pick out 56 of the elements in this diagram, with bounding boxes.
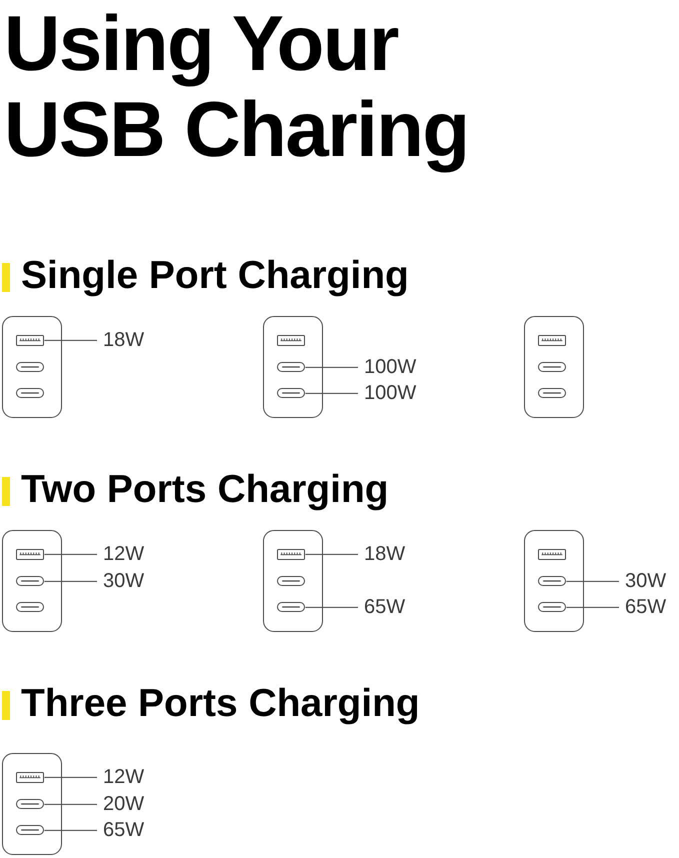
wattage-label: 100W: [364, 382, 416, 404]
leader-line: [305, 554, 358, 555]
wattage-label: 30W: [625, 570, 666, 592]
usb-c-port: [277, 388, 306, 398]
wattage-label: 30W: [103, 570, 144, 592]
usb-c-port: [277, 576, 306, 586]
usb-c-port: [277, 362, 306, 372]
charger-body: [2, 316, 62, 418]
leader-line: [44, 830, 97, 831]
leader-line: [305, 366, 358, 368]
usb-c-port: [16, 576, 44, 586]
usb-c-port: [538, 362, 566, 372]
wattage-label: 65W: [364, 596, 406, 618]
leader-line: [44, 340, 97, 341]
charger-body: [263, 530, 323, 632]
wattage-label: 18W: [364, 543, 406, 566]
leader-line: [305, 606, 358, 608]
charger-body: [2, 753, 62, 855]
usb-c-port: [16, 825, 44, 836]
title: Using Your USB Charing: [4, 0, 470, 172]
leader-line: [566, 580, 619, 582]
section-heading: Single Port Charging: [21, 254, 409, 298]
usb-a-port: [16, 548, 44, 560]
usb-a-port: [16, 334, 44, 346]
usb-c-port: [16, 362, 44, 372]
wattage-label: 12W: [103, 543, 144, 566]
leader-line: [566, 606, 619, 608]
charger-body: [263, 316, 323, 418]
usb-a-port: [277, 334, 306, 346]
wattage-label: 18W: [103, 329, 144, 352]
usb-a-port: [538, 548, 566, 560]
charger-body: [524, 530, 584, 632]
usb-a-port: [277, 548, 306, 560]
leader-line: [44, 580, 97, 582]
usb-c-port: [16, 602, 44, 612]
wattage-label: 65W: [625, 596, 666, 618]
usb-c-port: [538, 388, 566, 398]
section-heading: Three Ports Charging: [21, 682, 420, 726]
section-heading: Two Ports Charging: [21, 468, 389, 512]
charger-body: [524, 316, 584, 418]
wattage-label: 12W: [103, 766, 144, 788]
wattage-label: 20W: [103, 793, 144, 816]
usb-c-port: [538, 602, 566, 612]
usb-a-port: [538, 334, 566, 346]
usb-c-port: [538, 576, 566, 586]
usb-c-port: [277, 602, 306, 612]
charger-body: [2, 530, 62, 632]
wattage-label: 100W: [364, 356, 416, 378]
leader-line: [305, 392, 358, 394]
usb-c-port: [16, 388, 44, 398]
leader-line: [44, 776, 97, 778]
usb-c-port: [16, 799, 44, 810]
usb-a-port: [16, 772, 44, 783]
wattage-label: 65W: [103, 819, 144, 842]
leader-line: [44, 554, 97, 555]
leader-line: [44, 804, 97, 805]
